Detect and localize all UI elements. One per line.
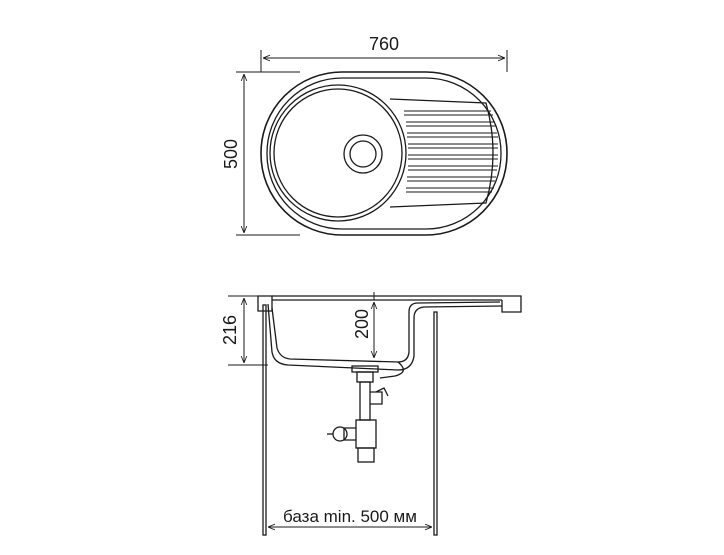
- base-label: база min. 500 мм: [283, 507, 417, 526]
- siphon-body: [355, 419, 377, 449]
- top-view: [236, 50, 508, 236]
- left-wall: [262, 304, 267, 536]
- depth-total-label: 216: [220, 315, 240, 345]
- drain-inner: [349, 140, 377, 168]
- drain-outer: [343, 134, 383, 174]
- depth-total-dimension: [228, 295, 268, 366]
- drainboard-outline: [389, 98, 494, 208]
- side-view: [228, 292, 522, 536]
- right-flange: [501, 295, 522, 313]
- right-wall: [433, 311, 438, 536]
- height-dimension: [236, 71, 300, 236]
- bowl-inner: [273, 88, 403, 218]
- width-label: 760: [369, 34, 399, 54]
- drain-pipe: [359, 381, 371, 421]
- siphon-bottom: [357, 447, 375, 463]
- drain-assembly: [327, 365, 389, 463]
- height-label: 500: [221, 139, 241, 169]
- countertop-walls: [262, 304, 438, 536]
- top-rim: [272, 295, 514, 301]
- sink-inner-rim: [266, 77, 502, 230]
- bowl-outer: [269, 84, 407, 222]
- sink-outer-rim: [260, 71, 508, 236]
- drain-neck: [356, 371, 374, 383]
- drainboard-ribs: [404, 110, 498, 193]
- bowl-section-inner: [267, 303, 503, 371]
- overflow-pipe: [379, 361, 404, 379]
- left-rim: [257, 295, 273, 312]
- bowl-section-outer: [271, 301, 501, 363]
- width-dimension: [260, 50, 508, 72]
- overflow-connector: [370, 387, 389, 405]
- outlet-nut: [332, 426, 348, 442]
- bowl-depth-label: 200: [352, 309, 372, 339]
- siphon-outlet: [343, 427, 356, 441]
